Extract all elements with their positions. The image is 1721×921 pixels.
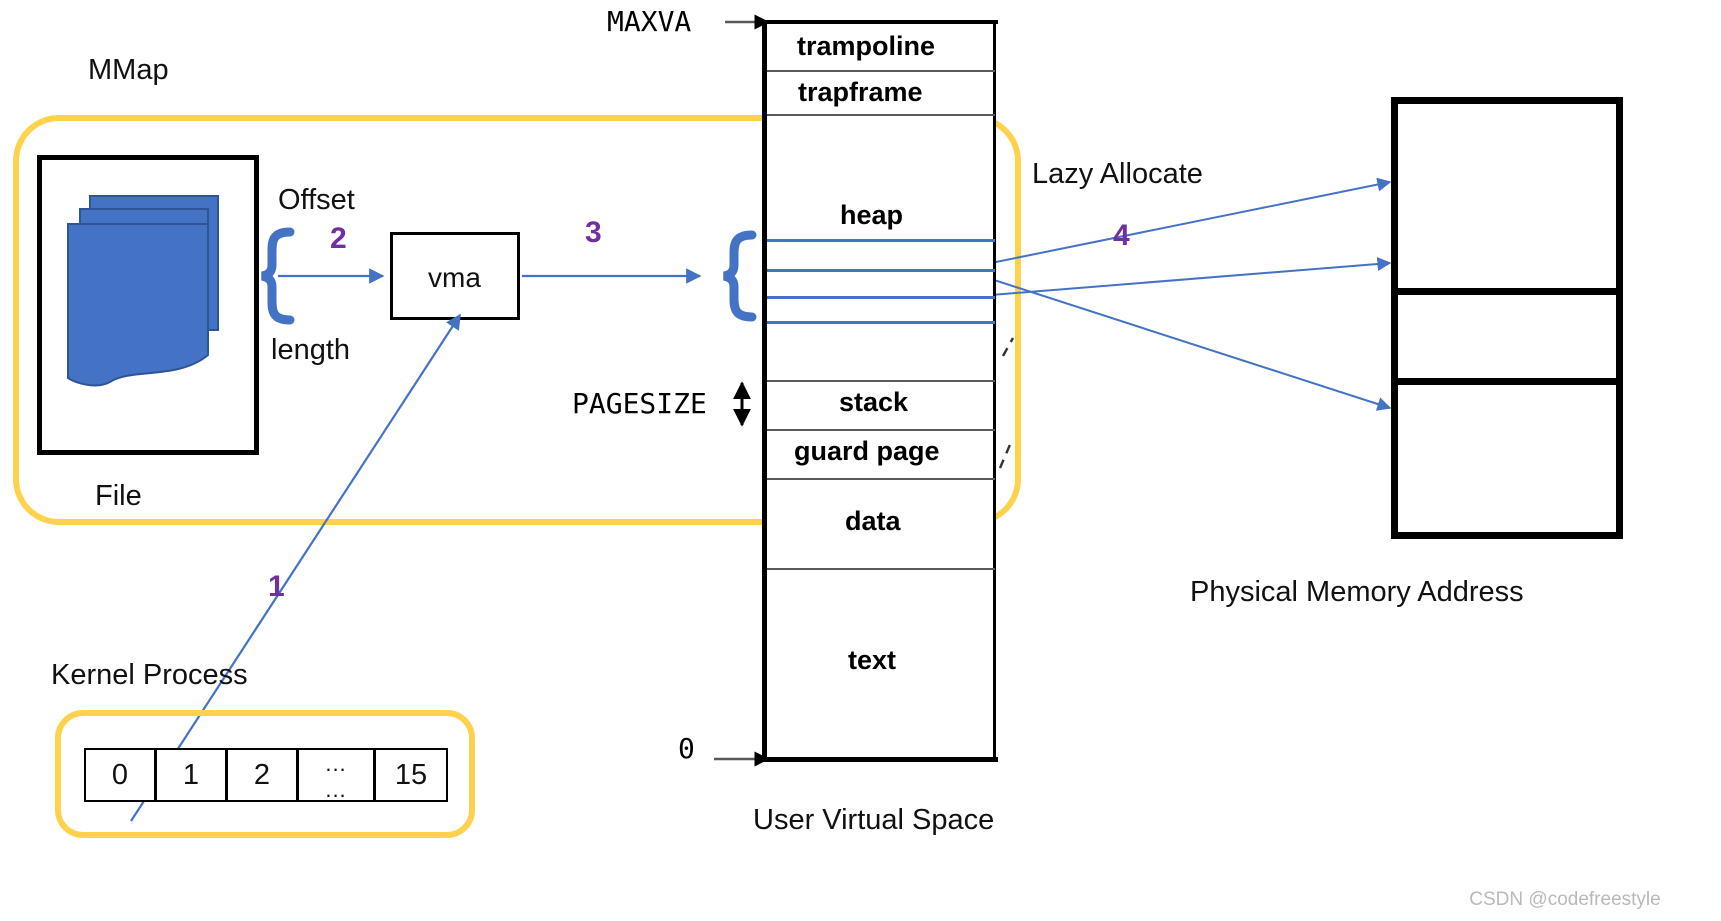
step-4-label: 4 — [1113, 219, 1130, 252]
offset-label: Offset — [278, 184, 355, 216]
step-3-label: 3 — [585, 216, 602, 249]
physical-memory-divider — [1391, 378, 1623, 385]
step-1-label: 1 — [268, 570, 285, 603]
file-label: File — [95, 480, 142, 512]
uv-separator — [767, 568, 995, 570]
physical-memory-divider — [1391, 288, 1623, 295]
proc-table-cell-label: 1 — [182, 758, 200, 791]
uv-separator — [767, 114, 995, 116]
user-virtual-space-label: User Virtual Space — [753, 804, 995, 836]
heap-page-line — [767, 296, 995, 299]
mmap-group-outline — [13, 115, 1021, 525]
uv-separator — [767, 380, 995, 382]
proc-table-ellipsis-bottom: ... — [325, 777, 347, 802]
segment-label-stack: stack — [839, 387, 909, 417]
zero-address-label: 0 — [678, 732, 695, 765]
heap-page-line — [767, 239, 995, 242]
proc-table-cell-0[interactable]: 0 — [84, 748, 156, 802]
maxva-label: MAXVA — [607, 5, 692, 38]
watermark: CSDN @codefreestyle — [1469, 889, 1661, 910]
proc-table-cell-label: 2 — [253, 758, 271, 791]
segment-label-guard-page: guard page — [794, 436, 940, 466]
heap-page-line — [767, 269, 995, 272]
proc-table-ellipsis-top: ... — [325, 751, 347, 776]
uv-bottom-border — [762, 757, 998, 762]
physical-memory-label: Physical Memory Address — [1190, 576, 1524, 608]
heap-page-line — [767, 321, 995, 324]
kernel-process-label: Kernel Process — [51, 659, 248, 691]
kernel-process-group-outline — [55, 710, 475, 838]
segment-label-trampoline: trampoline — [797, 31, 936, 61]
proc-table-cell-ellipsis[interactable]: ... ... — [297, 748, 375, 802]
uv-top-border — [762, 20, 998, 24]
uv-separator — [767, 429, 995, 431]
segment-label-trapframe: trapframe — [798, 77, 923, 107]
user-virtual-space-column — [762, 22, 996, 762]
proc-table-cell-label: 0 — [111, 758, 129, 791]
proc-table-cell-2[interactable]: 2 — [226, 748, 298, 802]
step-2-label: 2 — [330, 222, 347, 255]
lazy-allocate-label: Lazy Allocate — [1032, 158, 1203, 190]
pagesize-label: PAGESIZE — [572, 387, 707, 420]
mmap-label: MMap — [88, 54, 169, 86]
proc-table-cell-label: 15 — [394, 758, 428, 791]
vma-label: vma — [428, 262, 481, 293]
uv-separator — [767, 478, 995, 480]
segment-label-text: text — [848, 645, 897, 675]
proc-table-cell-15[interactable]: 15 — [374, 748, 448, 802]
length-label: length — [271, 334, 351, 366]
proc-table-cell-1[interactable]: 1 — [155, 748, 227, 802]
uv-separator — [767, 70, 995, 72]
segment-label-data: data — [845, 506, 901, 536]
physical-memory-box — [1391, 97, 1623, 539]
segment-label-heap: heap — [840, 200, 904, 230]
